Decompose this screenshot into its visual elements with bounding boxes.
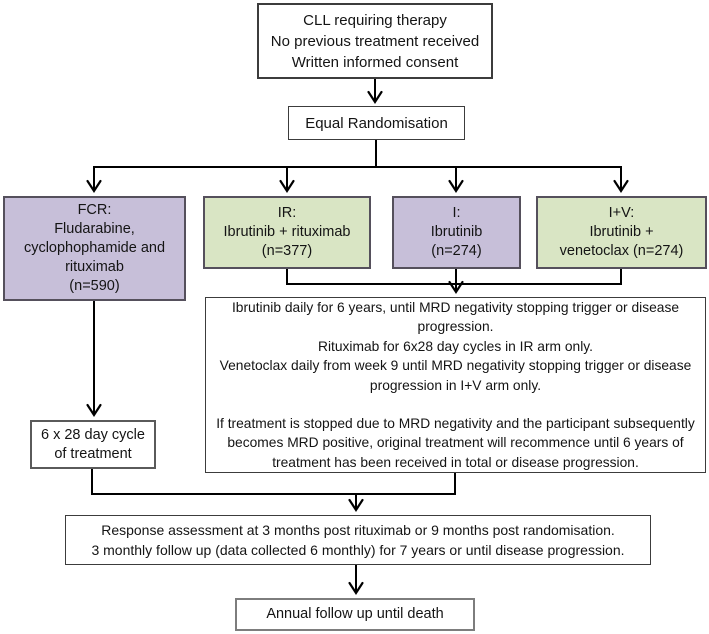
- arm-iv-line: I+V:: [608, 205, 635, 221]
- arm-i-line: Ibrutinib: [430, 224, 483, 240]
- arm-iv-line: venetoclax (n=274): [559, 243, 684, 259]
- response-line: Response assessment at 3 months post rit…: [101, 522, 615, 538]
- eligibility-line: CLL requiring therapy: [303, 11, 447, 29]
- arm-fcr-line: rituximab: [65, 259, 124, 275]
- annual-followup-label: Annual follow up until death: [266, 606, 444, 622]
- arm-i-box: I: Ibrutinib (n=274): [392, 196, 521, 269]
- arm-fcr-box: FCR: Fludarabine, cyclophophamide and ri…: [3, 196, 186, 301]
- arm-fcr-line: cyclophophamide and: [23, 240, 166, 256]
- treatment-paragraph: Ibrutinib daily for 6 years, until MRD n…: [231, 299, 680, 335]
- eligibility-line: No previous treatment received: [270, 32, 480, 50]
- treatment-details-box: Ibrutinib daily for 6 years, until MRD n…: [205, 297, 706, 473]
- arm-fcr-line: FCR:: [77, 202, 112, 218]
- randomisation-label: Equal Randomisation: [305, 114, 448, 132]
- arm-ir-line: (n=377): [261, 243, 313, 259]
- fcr-cycle-line: of treatment: [54, 445, 132, 462]
- response-assessment-box: Response assessment at 3 months post rit…: [65, 515, 651, 565]
- arm-fcr-line: (n=590): [69, 278, 120, 294]
- treatment-paragraph: Rituximab for 6x28 day cycles in IR arm …: [317, 338, 593, 354]
- arm-i-line: I:: [452, 205, 461, 221]
- arm-iv-line: Ibrutinib +: [589, 224, 654, 240]
- treatment-paragraph: Venetoclax daily from week 9 until MRD n…: [219, 358, 692, 393]
- treatment-paragraph: If treatment is stopped due to MRD negat…: [216, 415, 695, 470]
- fcr-cycle-box: 6 x 28 day cycle of treatment: [30, 420, 156, 469]
- response-line: 3 monthly follow up (data collected 6 mo…: [91, 542, 625, 558]
- arm-ir-line: Ibrutinib + rituximab: [223, 224, 351, 240]
- arm-ir-line: IR:: [277, 205, 297, 221]
- arm-i-line: (n=274): [431, 243, 482, 259]
- eligibility-box: CLL requiring therapy No previous treatm…: [257, 3, 493, 79]
- arm-fcr-line: Fludarabine,: [54, 221, 135, 237]
- arm-iv-box: I+V: Ibrutinib + venetoclax (n=274): [536, 196, 707, 269]
- randomisation-box: Equal Randomisation: [288, 106, 465, 140]
- arm-ir-box: IR: Ibrutinib + rituximab (n=377): [203, 196, 371, 269]
- eligibility-line: Written informed consent: [291, 53, 459, 71]
- fcr-cycle-line: 6 x 28 day cycle: [41, 426, 145, 443]
- annual-followup-box: Annual follow up until death: [235, 598, 475, 631]
